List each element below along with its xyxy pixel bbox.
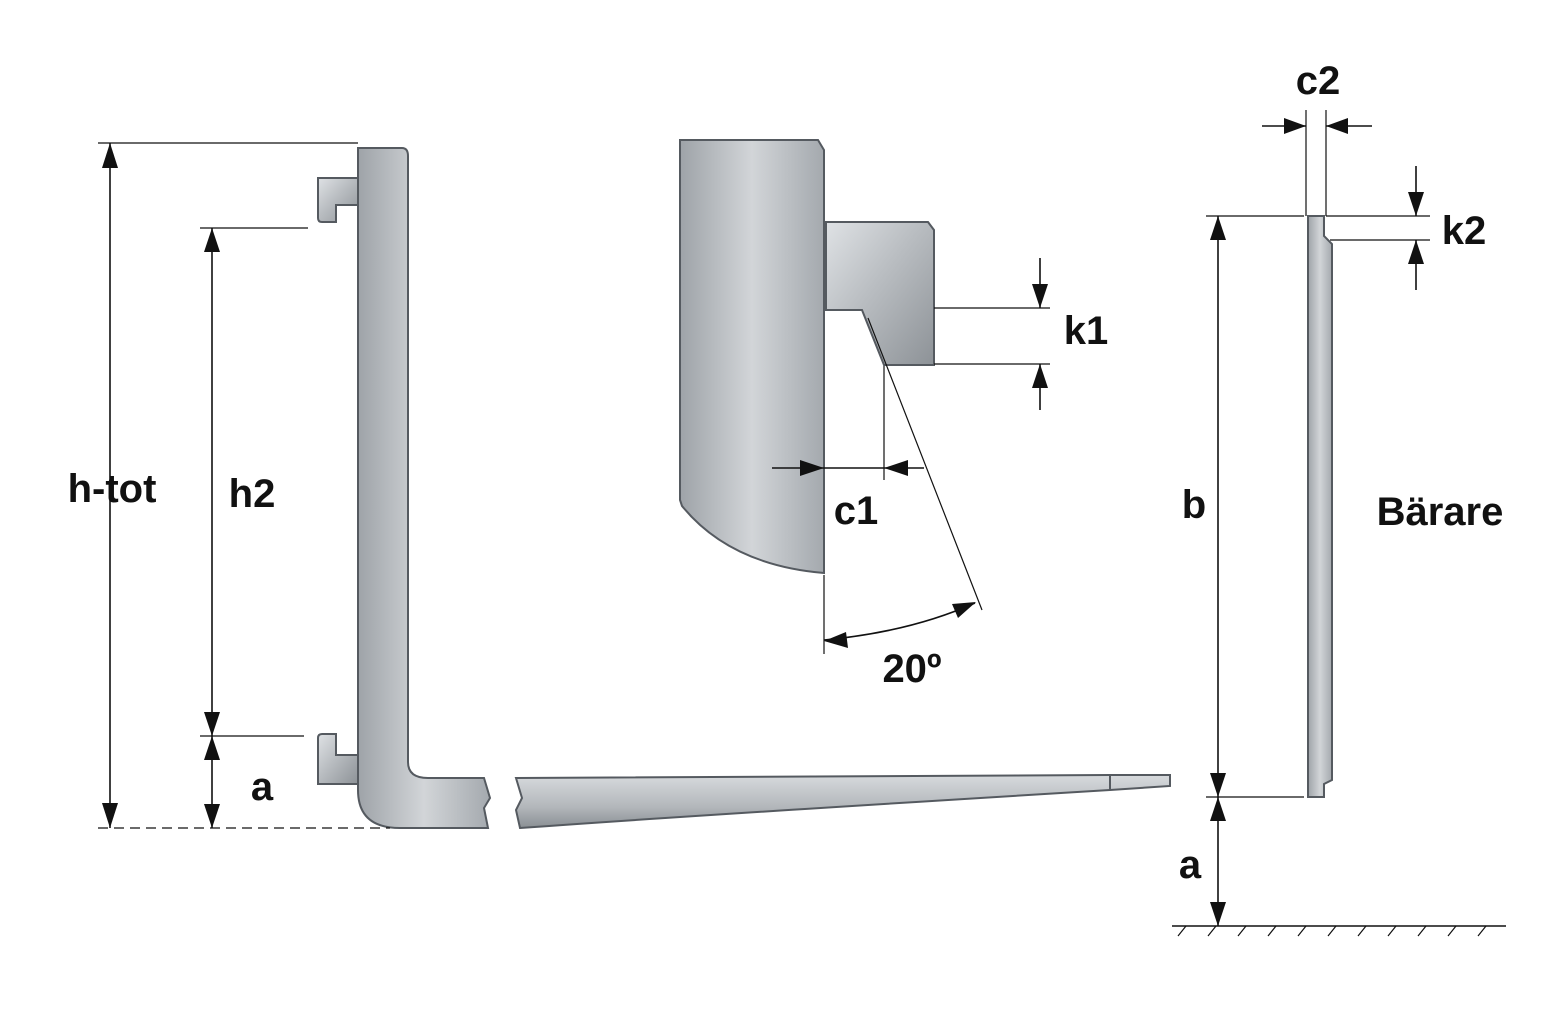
- label-k1: k1: [1064, 309, 1109, 353]
- dim-b: [1206, 215, 1304, 798]
- dim-a-right: [1210, 797, 1226, 926]
- label-c2: c2: [1296, 59, 1341, 103]
- carrier-bar: [1307, 215, 1333, 798]
- fork-side-view: [317, 147, 1171, 830]
- dim-c2: [1262, 110, 1372, 216]
- dim-k2: [1326, 166, 1430, 290]
- label-barare: Bärare: [1377, 490, 1504, 534]
- label-k2: k2: [1442, 209, 1487, 253]
- ground-line: [1172, 925, 1506, 937]
- label-h-tot: h-tot: [68, 467, 157, 511]
- hook-tongue: [825, 221, 935, 366]
- ground-hatch: [1417, 925, 1427, 937]
- upper-hook: [317, 177, 359, 223]
- dim-c1: [772, 366, 924, 480]
- ground-hatch: [1207, 925, 1217, 937]
- ground-hatch: [1237, 925, 1247, 937]
- dim-h-tot: [98, 142, 390, 829]
- label-b: b: [1182, 483, 1206, 527]
- ground-hatch: [1357, 925, 1367, 937]
- ground-hatch: [1387, 925, 1397, 937]
- hook-detail: [679, 139, 935, 575]
- fork-shank: [357, 147, 492, 829]
- dim-h2: [200, 227, 308, 737]
- label-a-left: a: [251, 765, 274, 809]
- ground-hatch: [1267, 925, 1277, 937]
- label-h2: h2: [229, 472, 276, 516]
- label-c1: c1: [834, 489, 879, 533]
- ground-hatch: [1297, 925, 1307, 937]
- carrier-bar-body: [1307, 215, 1333, 798]
- dim-angle: [823, 317, 983, 654]
- label-a-right: a: [1179, 843, 1202, 887]
- dim-a-left: [204, 736, 220, 828]
- fork-blade: [514, 774, 1171, 830]
- dim-k1: [934, 258, 1050, 410]
- carriage-plate: [679, 139, 825, 575]
- ground-hatch: [1447, 925, 1457, 937]
- label-angle: 20º: [882, 647, 941, 691]
- ground-hatch: [1477, 925, 1487, 937]
- ground-hatch: [1177, 925, 1187, 937]
- ground-hatch: [1327, 925, 1337, 937]
- lower-hook: [317, 733, 359, 785]
